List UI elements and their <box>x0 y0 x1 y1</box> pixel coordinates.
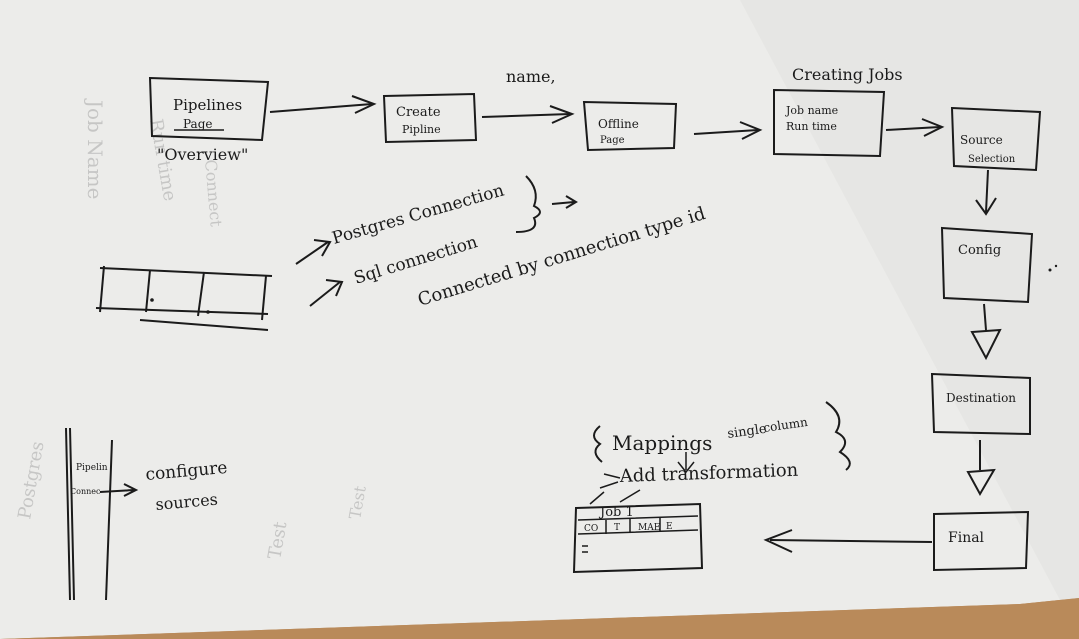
destination-node <box>930 372 1031 436</box>
pen-speck-2 <box>1054 264 1058 268</box>
configure-panel-sketch <box>65 427 113 601</box>
source-selection-node <box>950 106 1042 172</box>
job-card-marks <box>582 545 588 553</box>
table-dot-2 <box>206 310 210 314</box>
job-card-node <box>572 502 704 574</box>
creating-jobs-caption: Creating Jobs <box>792 65 903 84</box>
source-box-line2: Selection <box>968 154 1016 165</box>
pen-speck <box>1048 268 1052 272</box>
arrow-destination-to-final <box>966 440 996 497</box>
job-card-title: Job 1 <box>598 505 634 520</box>
arrow-head-2 <box>549 105 575 124</box>
arrow-head-3 <box>739 121 763 140</box>
arrow-pipelines-to-create <box>269 103 373 113</box>
arrow-config-to-destination <box>970 303 1002 361</box>
arrow-source-to-config <box>975 169 997 216</box>
connection-table-sketch <box>95 265 273 331</box>
table-edge <box>0 598 1079 639</box>
connections-brace <box>515 175 541 233</box>
mappings-column: column <box>762 415 808 435</box>
arrow-job-to-source <box>885 126 941 131</box>
mappings-tick-marks <box>599 473 621 489</box>
table-dot-1 <box>150 298 154 302</box>
arrow-to-configure <box>99 483 139 497</box>
source-box-line1: Source <box>960 133 1003 147</box>
create-pipeline-node <box>382 92 478 144</box>
configure-box-mid: Connec <box>70 487 101 496</box>
offline-page-node <box>582 100 678 152</box>
job-card-cell-4: E <box>666 522 673 532</box>
arrow-to-postgres <box>295 239 332 265</box>
pipelines-box-line2: Page <box>183 117 212 131</box>
mappings-close-brace <box>825 401 851 471</box>
job-card-cell-2: T <box>614 523 620 533</box>
arrow-head-4 <box>921 118 945 137</box>
arrow-head-1 <box>351 95 377 114</box>
config-node <box>940 226 1034 304</box>
overview-caption: "Overview" <box>157 145 248 164</box>
destination-box: Destination <box>946 391 1016 405</box>
mappings-line1: Mappings <box>612 431 712 455</box>
arrow-brace-note <box>551 195 578 209</box>
job-details-node <box>773 88 886 158</box>
job-card-cell-dividers <box>605 518 661 534</box>
job-box-line1: Job name <box>785 104 838 117</box>
config-box: Config <box>958 243 1001 258</box>
create-box-line2: Pipline <box>402 123 441 136</box>
final-node <box>933 510 1030 572</box>
mappings-down-arrow <box>677 452 695 474</box>
final-box: Final <box>948 530 985 546</box>
name-caption: name, <box>506 67 556 86</box>
job-box-line2: Run time <box>786 120 837 133</box>
pipelines-box-line1: Pipelines <box>173 96 242 114</box>
mappings-open-brace <box>593 425 603 463</box>
offline-box-line1: Offline <box>598 117 639 131</box>
create-box-line1: Create <box>396 105 441 120</box>
mappings-single: single <box>726 422 767 442</box>
arrow-create-to-offline <box>481 113 571 118</box>
arrow-to-sql <box>309 279 344 307</box>
offline-box-line2: Page <box>600 135 625 146</box>
job-card-connector-lines <box>589 489 641 505</box>
svg-text:Job Name: Job Name <box>83 98 107 199</box>
arrow-final-to-job-card <box>769 539 933 543</box>
configure-box-top: Pipelin <box>76 463 108 473</box>
job-card-cell-3: MAE <box>638 523 660 533</box>
job-card-row <box>577 515 699 535</box>
job-card-cell-1: CO <box>584 524 598 534</box>
arrow-offline-to-job <box>693 129 759 135</box>
arrow-head-5 <box>763 529 793 553</box>
pipelines-page-node <box>148 76 270 142</box>
paper-shadow <box>740 0 1079 600</box>
